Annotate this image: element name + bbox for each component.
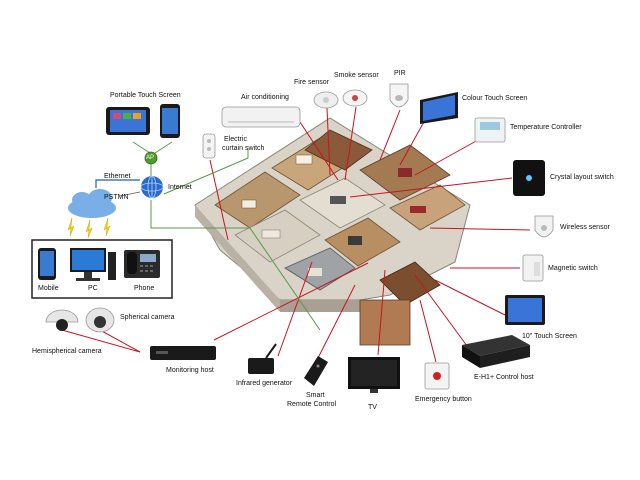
label-wireless-sensor: Wireless sensor	[560, 224, 610, 231]
label-smart-remote-2: Remote Control	[287, 401, 337, 408]
label-mobile: Mobile	[38, 285, 59, 292]
portable-phone-icon	[160, 104, 180, 138]
label-smart-remote-1: Smart	[306, 392, 325, 399]
ethernet-link	[95, 179, 140, 188]
green-connectors	[132, 141, 321, 331]
label-ap: AP	[146, 155, 155, 161]
pir-sensor-icon	[389, 83, 409, 108]
fire-sensor-icon	[313, 91, 339, 109]
air-conditioner-icon	[221, 106, 301, 128]
label-10-touch-screen: 10" Touch Screen	[522, 333, 577, 340]
crystal-switch-icon	[513, 160, 545, 196]
label-electric-curtain-switch-1: Electric	[224, 136, 247, 143]
red-connectors	[61, 106, 531, 363]
cloud-icon	[67, 189, 116, 239]
hemispherical-camera-icon	[45, 309, 79, 331]
emergency-button-icon	[424, 362, 450, 390]
label-tv: TV	[368, 404, 377, 411]
access-point-icon	[144, 151, 158, 165]
label-pir: PIR	[394, 70, 406, 77]
label-fire-sensor: Fire sensor	[294, 79, 330, 86]
label-pstmn: PSTMN	[104, 194, 129, 201]
label-spherical-camera: Spherical camera	[120, 314, 175, 321]
label-infrared-generator: Infrared generator	[236, 380, 293, 387]
label-air-conditioning: Air conditioning	[241, 94, 289, 101]
phone-icon	[124, 250, 160, 278]
label-crystal-layout-switch: Crystal layout switch	[550, 174, 614, 181]
label-hemispherical-camera: Hemispherical camera	[32, 348, 102, 355]
pc-icon	[70, 248, 116, 281]
colour-touch-screen-icon	[420, 92, 458, 124]
label-internet: Internet	[168, 184, 192, 191]
wireless-sensor-icon	[534, 215, 554, 238]
tv-icon	[348, 357, 400, 393]
label-magnetic-switch: Magnetic switch	[548, 265, 598, 272]
magnetic-switch-icon	[522, 254, 544, 282]
temperature-controller-icon	[474, 117, 506, 143]
touch-screen-10-icon	[505, 295, 545, 325]
remote-control-icon	[304, 356, 328, 386]
label-pc: PC	[88, 285, 98, 292]
label-eh1-control-host: E-H1+ Control host	[474, 374, 534, 381]
spherical-camera-icon	[85, 307, 115, 333]
label-phone: Phone	[134, 285, 155, 292]
infrared-generator-icon	[248, 343, 277, 374]
mobile-icon	[38, 248, 56, 280]
internet-globe-icon	[140, 175, 164, 199]
label-temperature-controller: Temperature Controller	[510, 124, 582, 131]
smoke-sensor-icon	[342, 89, 368, 107]
control-host-icon	[462, 335, 530, 368]
monitoring-host-icon	[150, 346, 216, 360]
label-monitoring-host: Monitoring host	[166, 367, 214, 374]
label-smoke-sensor: Smoke sensor	[334, 72, 379, 79]
label-portable-touch-screen: Portable Touch Screen	[110, 92, 181, 99]
label-ethernet: Ethernet	[104, 173, 131, 180]
label-electric-curtain-switch-2: curtain switch	[222, 145, 265, 152]
pstmn-link	[119, 191, 141, 197]
curtain-switch-icon	[202, 133, 216, 159]
label-emergency-button: Emergency button	[415, 396, 472, 403]
portable-tablet-icon	[106, 107, 150, 135]
label-colour-touch-screen: Colour Touch Screen	[462, 95, 528, 102]
